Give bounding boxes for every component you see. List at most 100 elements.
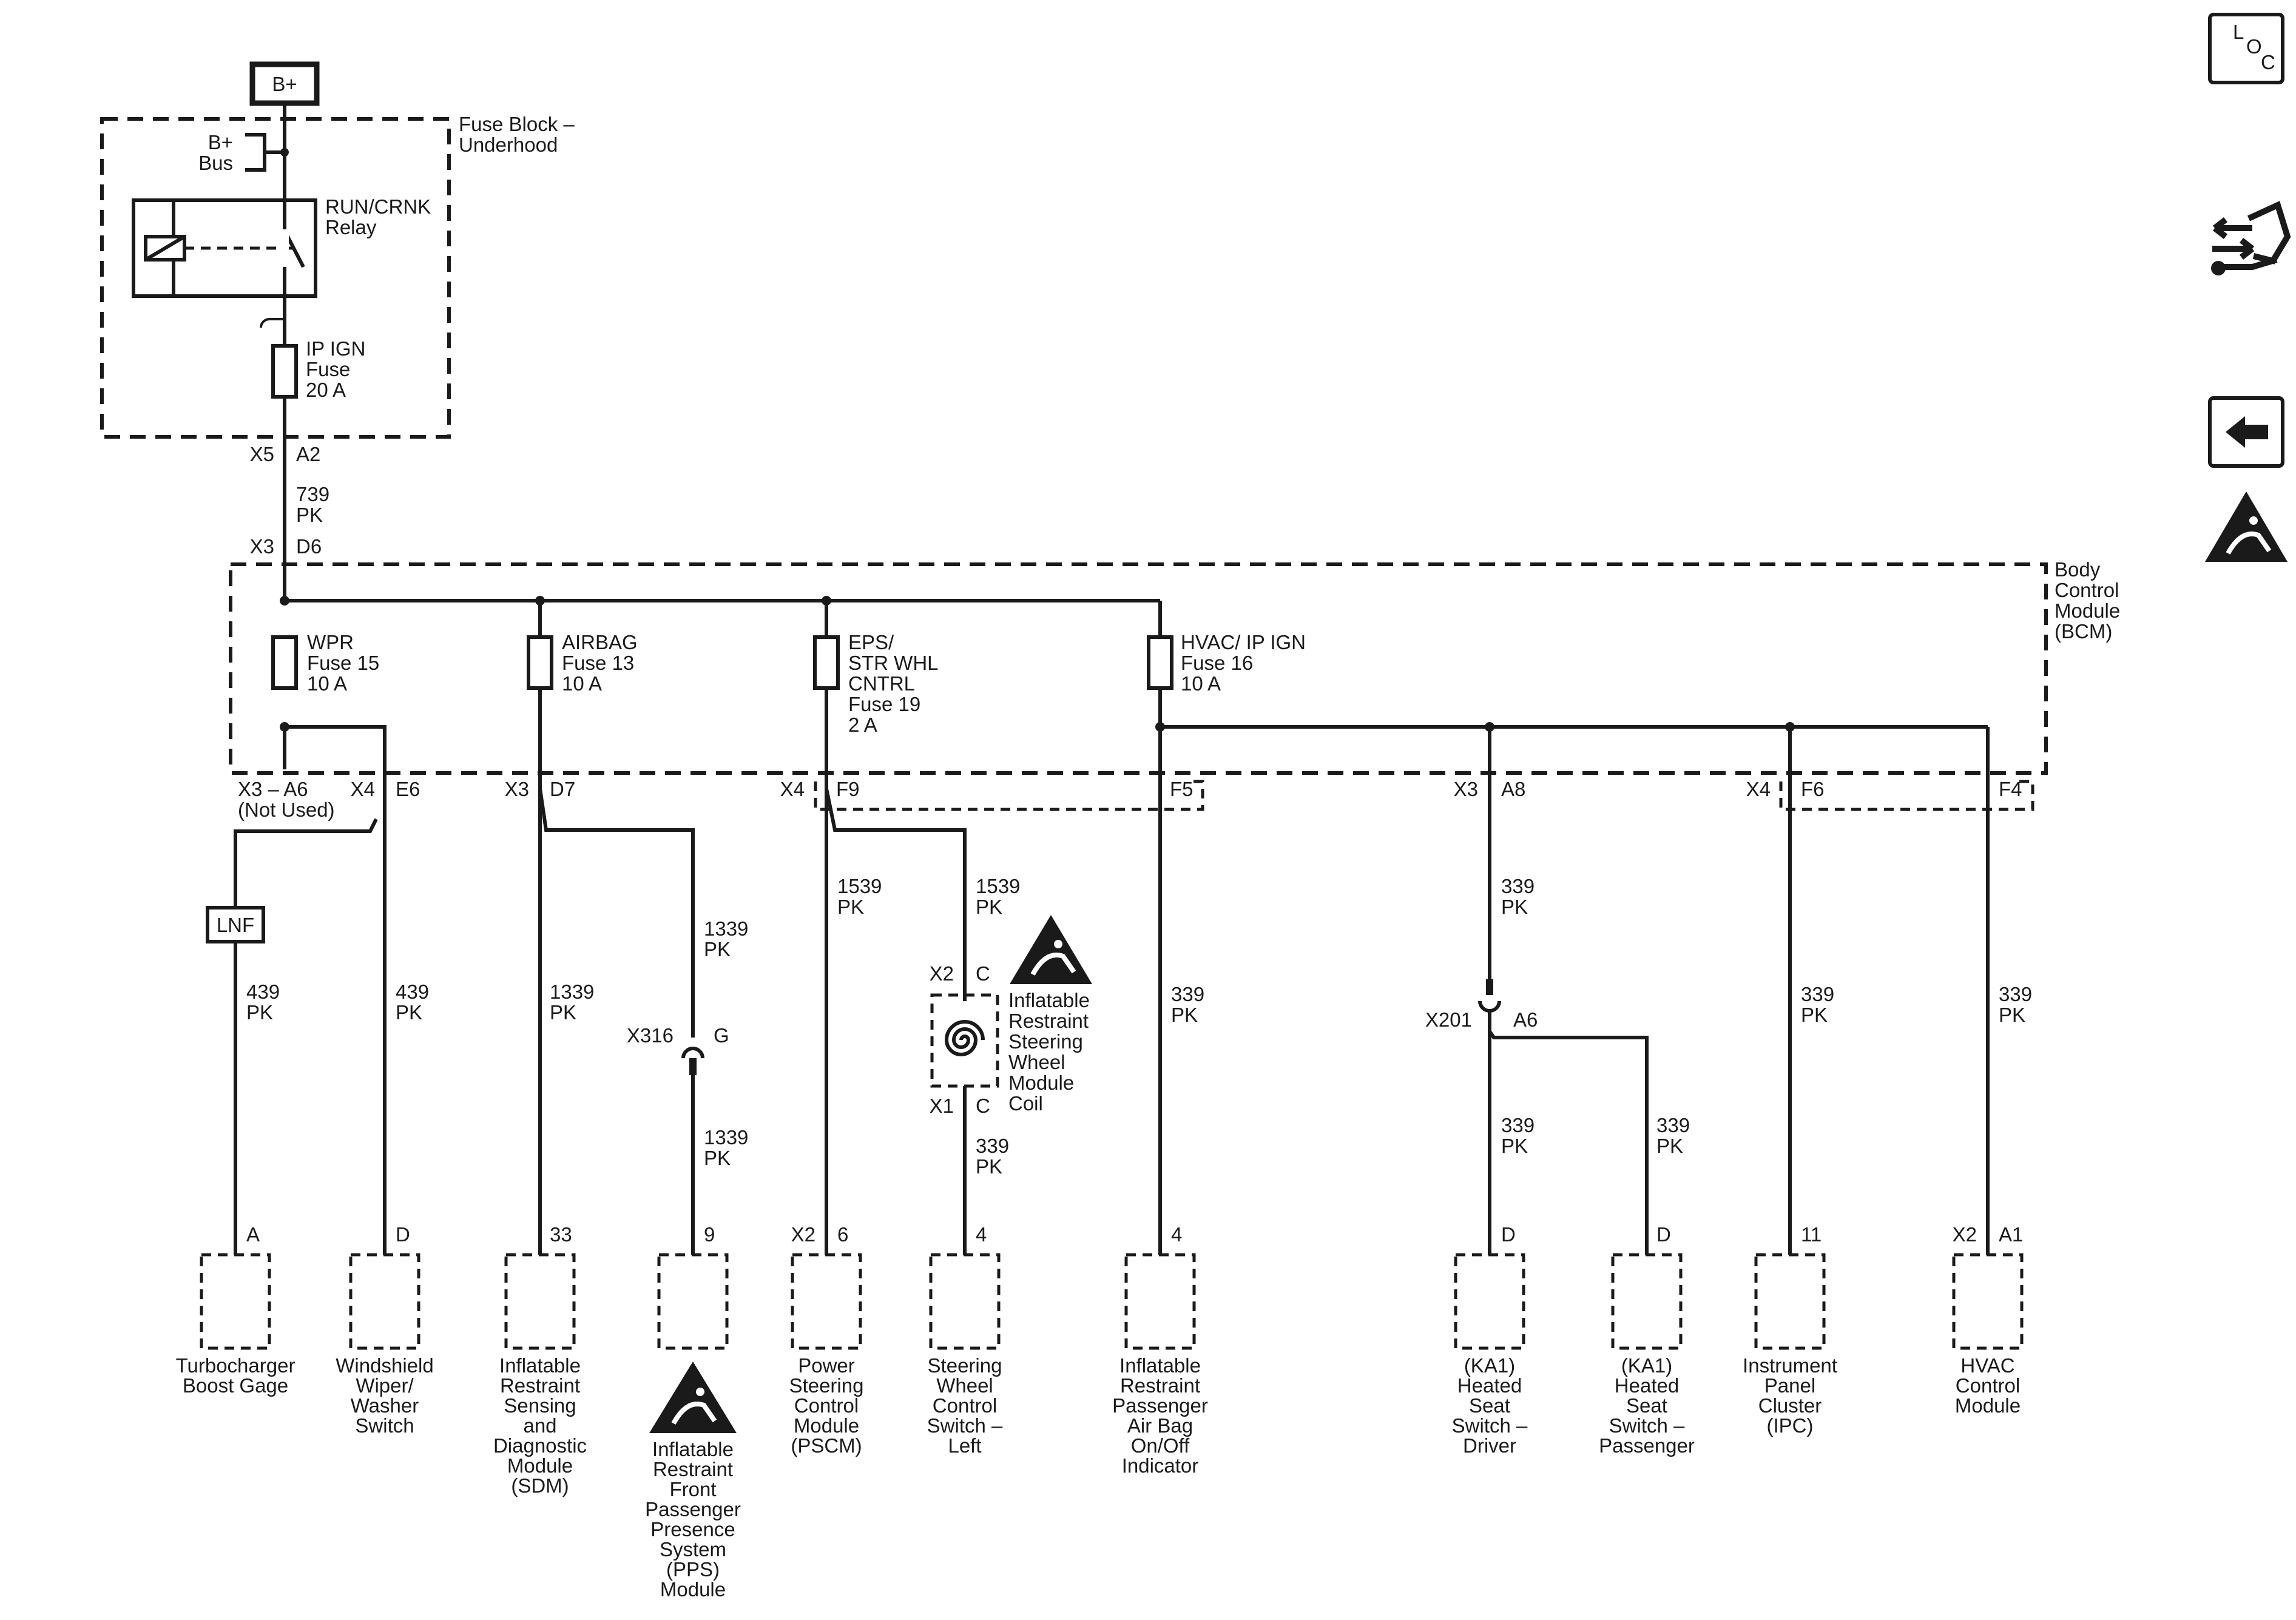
- component-label-pps-7: (PPS): [666, 1558, 720, 1581]
- pin-a2: A2: [296, 443, 320, 465]
- wire-1539-coil-label: 1539: [976, 875, 1020, 897]
- component-label-swc-2: Wheel: [936, 1374, 993, 1397]
- conn-x2-c: X2: [930, 962, 954, 985]
- location-button[interactable]: L O C: [2208, 13, 2284, 84]
- wire-739-color: PK: [296, 504, 323, 526]
- pin-d6: D6: [296, 535, 322, 558]
- connector-view-icon[interactable]: [2211, 201, 2291, 275]
- pin-pscm: 6: [837, 1223, 848, 1246]
- component-label-sdm-2: Restraint: [500, 1374, 580, 1397]
- pin-f5: F5: [1170, 778, 1194, 800]
- hvac-fuse-label-1: HVAC/ IP IGN: [1181, 631, 1306, 653]
- wire-339-pass-label: 339: [1656, 1114, 1690, 1136]
- sdm-box: [504, 1253, 576, 1350]
- wiper-switch-box: [349, 1253, 420, 1350]
- conn-x1-c: X1: [930, 1095, 954, 1117]
- component-label-pscm-2: Steering: [789, 1374, 864, 1397]
- eps-fuse-label-3: CNTRL: [848, 672, 915, 695]
- conn-x4-f6: X4: [1746, 778, 1771, 800]
- wire-339-ipc-color: PK: [1801, 1004, 1828, 1026]
- bcm-label-4: (BCM): [2055, 620, 2112, 643]
- battery-terminal: B+: [249, 61, 320, 106]
- pps-warning-icon: [649, 1362, 737, 1433]
- airbag-indicator-box: [1124, 1253, 1196, 1350]
- bcm-outline: [229, 562, 2048, 775]
- wire-1339-pps-color-2: PK: [704, 1147, 731, 1169]
- conn-x3-d6: X3: [250, 535, 274, 558]
- component-label-pps-5: Presence: [650, 1518, 735, 1541]
- wire-439-turbo-label: 439: [246, 980, 280, 1003]
- back-button[interactable]: [2208, 396, 2284, 468]
- conn-x3-d7: X3: [505, 778, 529, 800]
- coil-label-4: Wheel: [1008, 1051, 1065, 1073]
- pin-airbag-ind: 4: [1171, 1223, 1182, 1246]
- wire-339-swc-color: PK: [976, 1155, 1002, 1178]
- component-label-turbo-2: Boost Gage: [183, 1374, 288, 1397]
- loc-o: O: [2246, 35, 2262, 58]
- pin-c-top: C: [976, 962, 990, 985]
- ip-ign-fuse: [271, 344, 298, 399]
- conn-x3-a8: X3: [1454, 778, 1478, 800]
- eps-fuse-label-5: 2 A: [848, 714, 877, 736]
- component-label-ipc-2: Panel: [1764, 1374, 1815, 1397]
- hvac-fuse-label-2: Fuse 16: [1181, 652, 1253, 674]
- component-label-pps-2: Restraint: [653, 1458, 733, 1480]
- wire-339-swc-label: 339: [976, 1135, 1009, 1157]
- component-label-seat-pass-5: Passenger: [1599, 1434, 1695, 1457]
- relay-label-2: Relay: [325, 216, 377, 238]
- turbo-boost-gage-box: [200, 1253, 271, 1350]
- wire-339-hvac-label: 339: [1999, 983, 2032, 1005]
- bcm-label-2: Control: [2055, 579, 2119, 601]
- pin-a8: A8: [1501, 778, 1525, 800]
- pin-hvac: A1: [1999, 1223, 2023, 1246]
- eps-fuse-label-1: EPS/: [848, 631, 894, 653]
- component-label-sdm-7: (SDM): [511, 1474, 569, 1497]
- wire-339-pass-color: PK: [1656, 1135, 1683, 1157]
- seat-passenger-box: [1611, 1253, 1683, 1350]
- component-label-wiper-2: Wiper/: [356, 1374, 414, 1397]
- loc-l: L: [2233, 21, 2244, 43]
- component-label-wiper-4: Switch: [355, 1414, 414, 1437]
- component-label-ipc-3: Cluster: [1758, 1394, 1822, 1417]
- pin-swc: 4: [976, 1223, 987, 1246]
- loc-c: C: [2261, 51, 2275, 73]
- bcm-label-1: Body: [2055, 558, 2101, 581]
- component-label-wiper-3: Washer: [351, 1394, 419, 1417]
- eps-fuse-label-4: Fuse 19: [848, 693, 920, 715]
- airbag-fuse-label-2: Fuse 13: [562, 652, 634, 674]
- pin-e6: E6: [396, 778, 420, 800]
- component-label-hvac-3: Module: [1955, 1394, 2021, 1417]
- b-plus-bus-bracket: [245, 133, 266, 172]
- airbag-warning-icon: [1010, 915, 1092, 984]
- component-label-pscm-5: (PSCM): [791, 1434, 862, 1457]
- fuse-block-label-1: Fuse Block –: [459, 113, 575, 135]
- component-label-seat-drv-4: Switch –: [1452, 1414, 1528, 1437]
- x316-inline-connector: [681, 1047, 704, 1255]
- pin-seat-pass: D: [1656, 1223, 1671, 1246]
- component-label-airbag-ind-6: Indicator: [1122, 1454, 1199, 1477]
- pin-c-bottom: C: [976, 1095, 990, 1117]
- pin-a6: A6: [1513, 1008, 1538, 1031]
- component-label-pps-6: System: [660, 1538, 726, 1561]
- wire-339-seat-color: PK: [1501, 896, 1528, 918]
- pin-sdm: 33: [550, 1223, 572, 1246]
- eps-fuse-label-2: STR WHL: [848, 652, 939, 674]
- conn-x2-pscm: X2: [791, 1223, 815, 1246]
- conn-x4-f9: X4: [780, 778, 805, 800]
- wpr-fuse-label-2: Fuse 15: [307, 652, 379, 674]
- wire-1539-pscm-color: PK: [837, 896, 864, 918]
- wire-1339-sdm-color: PK: [550, 1001, 576, 1024]
- component-label-seat-pass-1: (KA1): [1621, 1354, 1672, 1377]
- component-label-ipc-1: Instrument: [1743, 1354, 1837, 1377]
- component-label-pps-1: Inflatable: [652, 1438, 734, 1460]
- wire-439-turbo-color: PK: [246, 1001, 273, 1024]
- component-label-pps-3: Front: [669, 1478, 716, 1500]
- wire-1339-sdm-label: 1339: [550, 980, 594, 1003]
- relay-label-1: RUN/CRNK: [325, 195, 431, 218]
- hvac-fuse-label-3: 10 A: [1181, 672, 1221, 695]
- bcm-label-3: Module: [2055, 599, 2120, 622]
- wire-339-ind-label: 339: [1171, 983, 1204, 1005]
- run-crank-relay: [132, 198, 317, 298]
- component-label-sdm-4: and: [523, 1414, 556, 1437]
